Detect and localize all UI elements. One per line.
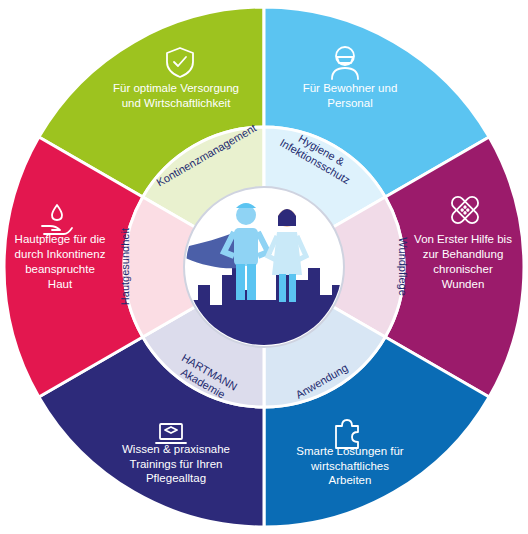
segment-text: Wissen & praxisnahe Trainings für Ihren … (111, 442, 241, 487)
segment-title: Wundpflege (395, 238, 408, 297)
outer-sector (4, 137, 143, 397)
hero-illustration (170, 203, 344, 345)
segment-text: Für optimale Versorgung und Wirtschaftli… (106, 81, 246, 111)
check-icon (174, 57, 186, 66)
segment-text: Hautpflege für die durch Inkontinenz bea… (14, 232, 106, 292)
segment-title: Hautgesundheit (119, 228, 132, 305)
segment-description: Smarte Lösungen für wirtschaftliches Arb… (295, 444, 405, 489)
laptop-icon (156, 424, 186, 443)
puzzle-icon (336, 420, 358, 448)
segment-text: Smarte Lösungen für wirtschaftliches Arb… (295, 444, 405, 489)
plaster-icon (442, 187, 487, 232)
icons (42, 47, 488, 448)
ring-label: Wundpflege (395, 238, 408, 297)
segment-text: Von Erster Hilfe bis zur Behandlung chro… (413, 232, 513, 292)
segment-description: Für Bewohner und Personal (300, 81, 400, 111)
segment-description: Hautpflege für die durch Inkontinenz bea… (14, 232, 106, 292)
segment-text: Für Bewohner und Personal (300, 81, 400, 111)
shield-icon (167, 48, 193, 77)
segment-description: Für optimale Versorgung und Wirtschaftli… (106, 81, 246, 111)
segment-description: Wissen & praxisnahe Trainings für Ihren … (111, 442, 241, 487)
masked-person-icon (332, 47, 358, 79)
hand-drop-icon (42, 205, 72, 234)
wheel-sectors (4, 7, 524, 527)
center-disc (184, 187, 344, 347)
segment-description: Von Erster Hilfe bis zur Behandlung chro… (413, 232, 513, 292)
ring-label: Hautgesundheit (119, 228, 132, 305)
